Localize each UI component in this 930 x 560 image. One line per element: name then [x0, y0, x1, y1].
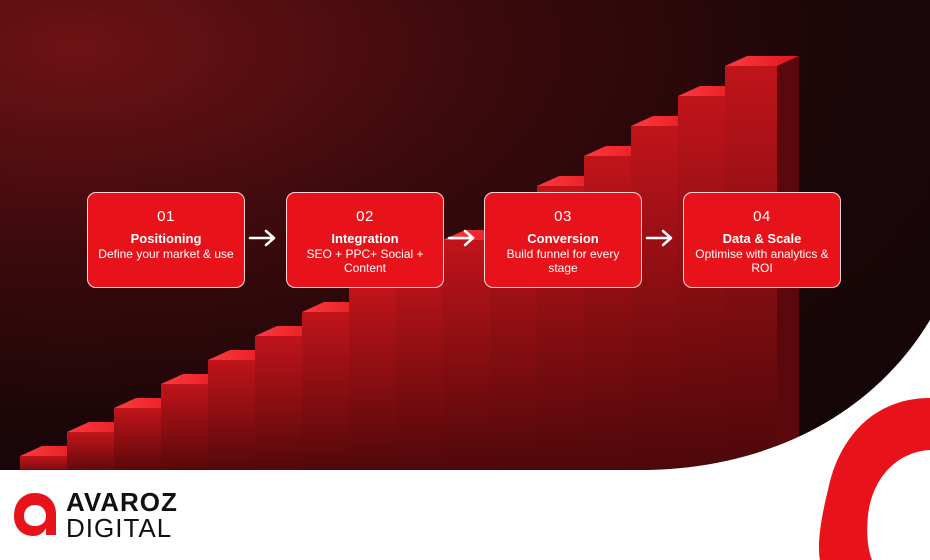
step-title: Data & Scale	[722, 231, 802, 246]
step-card-integration: 02 Integration SEO + PPC+ Social + Conte…	[286, 192, 444, 288]
stair-riser	[161, 384, 213, 470]
arrow-right-icon	[447, 229, 475, 247]
brand-name-line1: AVAROZ	[66, 487, 178, 517]
stair-riser	[302, 312, 354, 470]
stair-riser	[255, 336, 307, 470]
brand-name-line2: DIGITAL	[66, 513, 173, 543]
step-card-conversion: 03 Conversion Build funnel for every sta…	[484, 192, 642, 288]
step-number: 02	[356, 208, 374, 225]
stair-riser	[20, 456, 72, 470]
arrow-right-icon	[248, 229, 276, 247]
step-description: Build funnel for every stage	[506, 247, 620, 275]
step-description: Define your market & use	[98, 247, 234, 261]
stair-riser	[114, 408, 166, 470]
step-number: 01	[157, 208, 175, 225]
step-number: 03	[554, 208, 572, 225]
stair-riser	[349, 288, 401, 470]
step-description: Optimise with analytics & ROI	[695, 247, 829, 275]
step-card-data-scale: 04 Data & Scale Optimise with analytics …	[683, 192, 841, 288]
arrow-right-icon	[645, 229, 673, 247]
step-title: Positioning	[130, 231, 202, 246]
step-title: Conversion	[527, 231, 599, 246]
step-number: 04	[753, 208, 771, 225]
stair-tread	[725, 56, 799, 66]
avaroz-logo-icon	[14, 493, 56, 536]
step-title: Integration	[331, 231, 399, 246]
stair-riser	[67, 432, 119, 470]
stair-riser	[396, 264, 448, 470]
stair-riser	[631, 126, 683, 470]
stair-riser	[208, 360, 260, 470]
step-description: SEO + PPC+ Social + Content	[306, 247, 424, 275]
step-card-positioning: 01 Positioning Define your market & use	[87, 192, 245, 288]
